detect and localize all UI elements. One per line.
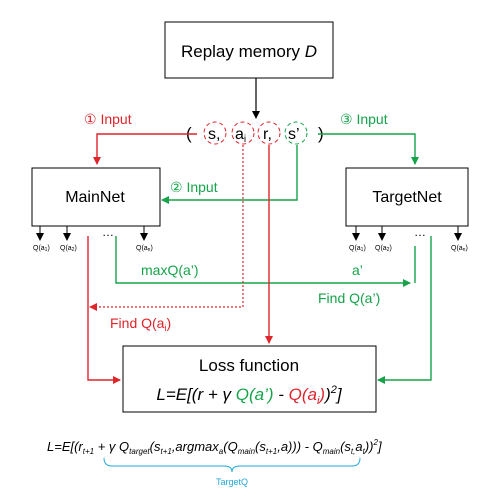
loss-function-box: [122, 345, 377, 413]
loss-formula: L=E[(r + γ Q(a’) - Q(ai))2]: [156, 384, 343, 407]
replay-memory-box: [164, 21, 334, 79]
targetnet-label: TargetNet: [372, 189, 442, 206]
tuple-s-prime: s’: [288, 126, 300, 143]
maxq-arrow: [115, 236, 411, 287]
mainnet-qn: Q(an): [136, 245, 153, 253]
tuple-r: r,: [263, 126, 272, 143]
tuple-r-circle: [257, 121, 281, 145]
find-q-ai-label: Find Q(ai): [110, 315, 171, 333]
step3-arrow: [318, 133, 419, 165]
tuple-s-prime-circle: [284, 121, 308, 145]
maxq-label: maxQ(a’): [141, 262, 199, 278]
targetnet-qn: Q(an): [451, 245, 468, 253]
mainnet-label: MainNet: [65, 189, 125, 206]
step2-arrow: [161, 145, 298, 204]
find-q-ai-arrow: [89, 145, 244, 311]
step1-arrow: [93, 133, 197, 165]
targetnet-q2: Q(a2): [375, 245, 392, 253]
replay-memory-label: Replay memory D: [181, 42, 317, 61]
mainnet-ellipsis: …: [102, 225, 114, 239]
tuple-s-circle: [203, 121, 227, 145]
mainnet-q2: Q(a2): [60, 245, 77, 253]
step1-label: ① Input: [84, 111, 132, 127]
step3-label: ③ Input: [340, 111, 388, 127]
targetq-brace: [103, 457, 361, 473]
find-q-a-prime-label: Find Q(a’): [318, 290, 380, 306]
full-equation: L=E[(rt+1 + γ Qtarget(st+1,argmaxa(Qmain…: [47, 438, 382, 456]
tuple-a-circle: [231, 121, 255, 145]
targetq-label: TargetQ: [216, 477, 248, 487]
mainnet-box: [31, 167, 161, 227]
find-q-a-prime-arrow: [377, 236, 432, 384]
tuple-s: s,: [208, 126, 220, 143]
targetnet-q1: Q(a1): [349, 245, 366, 253]
targetnet-box: [345, 167, 469, 227]
targetnet-ellipsis: …: [414, 225, 426, 239]
mainnet-to-loss-arrow: [87, 236, 121, 384]
step2-label: ② Input: [170, 179, 218, 195]
a-prime-label: a’: [352, 262, 363, 278]
loss-function-title: Loss function: [199, 356, 299, 375]
mainnet-q1: Q(a1): [33, 245, 50, 253]
tuple-a: ai: [235, 126, 246, 145]
